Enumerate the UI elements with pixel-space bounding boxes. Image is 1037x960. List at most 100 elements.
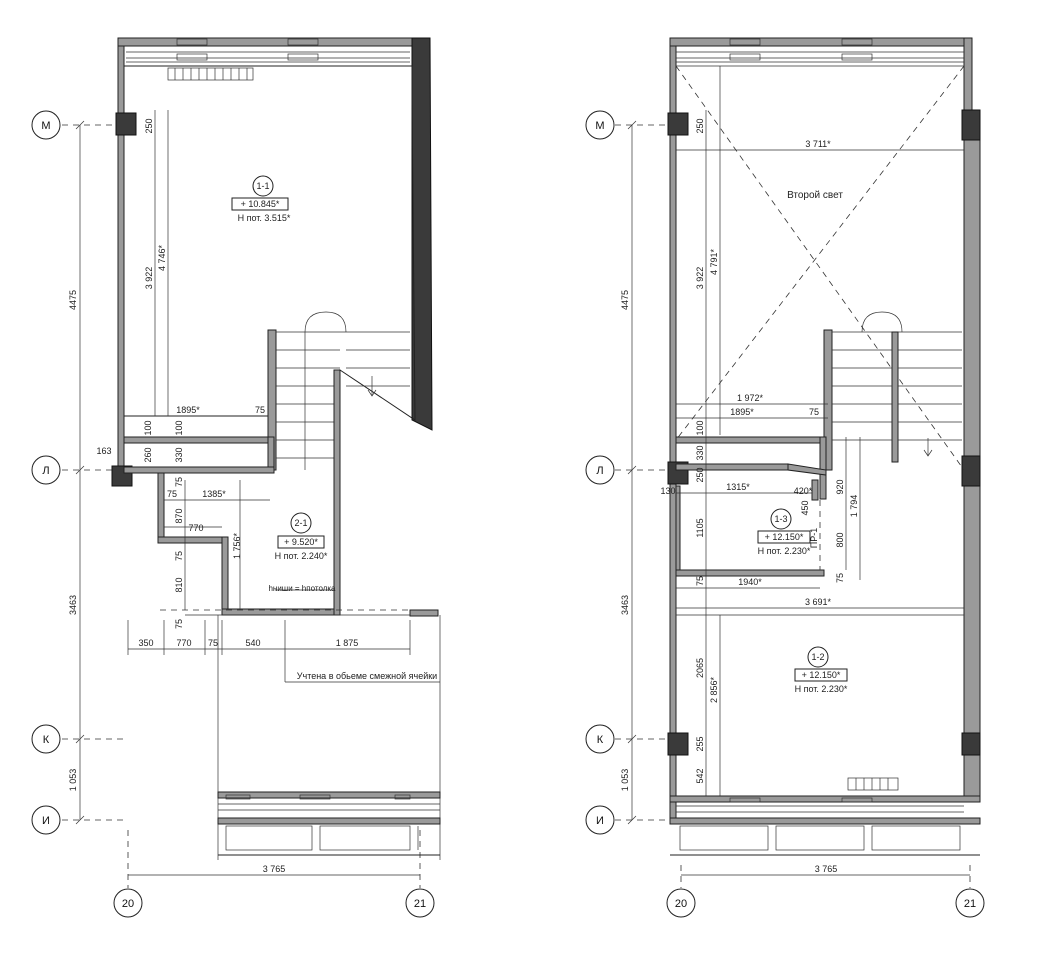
right-bottom-wall bbox=[669, 795, 981, 856]
right-axis-m-label: М bbox=[595, 120, 604, 132]
right-dim-1315: 1315* bbox=[726, 482, 750, 492]
left-axis-21-label: 21 bbox=[414, 898, 426, 910]
right-radiator bbox=[847, 777, 899, 791]
right-plan bbox=[585, 37, 985, 918]
right-dim-130: 130 bbox=[660, 486, 675, 496]
right-axis-bubble-20 bbox=[666, 888, 696, 918]
left-dim-3463: 3463 bbox=[68, 595, 78, 615]
left-axis-bubble-20 bbox=[113, 888, 143, 918]
left-dim-770a: 770 bbox=[188, 523, 203, 533]
right-dim-4475: 4475 bbox=[620, 290, 630, 310]
left-axis-bubble-l bbox=[31, 455, 61, 485]
right-dim-1972: 1 972* bbox=[737, 393, 764, 403]
right-dim-3922: 3 922 bbox=[695, 267, 705, 290]
right-dim-2856: 2 856* bbox=[709, 676, 719, 703]
right-dim-542: 542 bbox=[695, 768, 705, 783]
left-dim-870: 870 bbox=[174, 508, 184, 523]
right-dim-3711: 3 711* bbox=[805, 139, 831, 149]
left-room-2-1-level: + 9.520* bbox=[284, 537, 318, 547]
left-axis-l-label: Л bbox=[42, 465, 49, 477]
right-room-1-3-id: 1-3 bbox=[774, 514, 787, 524]
left-dim-bottom-1875: 1 875 bbox=[336, 638, 359, 648]
left-dim-75a: 75 bbox=[255, 405, 265, 415]
right-dim-75c: 75 bbox=[695, 576, 705, 586]
left-dim-bottom-770: 770 bbox=[176, 638, 191, 648]
right-axis-lines bbox=[615, 124, 971, 888]
left-dim-3922: 3 922 bbox=[144, 267, 154, 290]
right-axis-bubble-i bbox=[585, 805, 615, 835]
left-dim-bottom-75: 75 bbox=[208, 638, 218, 648]
right-vertical-dimension-chain bbox=[627, 120, 637, 825]
right-room-1-2-tag bbox=[807, 646, 829, 668]
right-east-wall bbox=[963, 37, 981, 801]
left-bottom-dimension-chain bbox=[127, 620, 440, 683]
left-dim-250: 250 bbox=[144, 118, 154, 133]
left-dim-1385: 1385* bbox=[202, 489, 226, 499]
right-dim-255: 255 bbox=[695, 736, 705, 751]
right-axis-bubble-m bbox=[585, 110, 615, 140]
left-room-2-1-tag bbox=[290, 512, 312, 534]
right-dim-overall-3765: 3 765 bbox=[815, 864, 838, 874]
left-room-1-1-height: Н пот. 3.515* bbox=[238, 213, 291, 223]
left-room-2-1-height: Н пот. 2.240* bbox=[275, 551, 328, 561]
right-axis-bubble-21 bbox=[955, 888, 985, 918]
right-dim-2065: 2065 bbox=[695, 658, 705, 678]
left-adjacent-cell bbox=[217, 615, 441, 860]
left-top-wall bbox=[117, 37, 421, 47]
right-axis-bubble-k bbox=[585, 724, 615, 754]
right-column-k bbox=[667, 732, 689, 756]
right-dim-3691: 3 691* bbox=[805, 597, 832, 607]
right-west-wall bbox=[669, 45, 677, 819]
left-room-2-1-id: 2-1 bbox=[294, 518, 307, 528]
left-dim-1895: 1895* bbox=[176, 405, 200, 415]
left-dim-75c: 75 bbox=[167, 489, 177, 499]
right-stair bbox=[823, 311, 962, 471]
right-dim-1105: 1105 bbox=[695, 518, 705, 537]
left-dim-1053: 1 053 bbox=[68, 769, 78, 792]
left-room-1-1-level-box bbox=[231, 197, 289, 211]
right-dim-4791: 4 791* bbox=[709, 248, 719, 275]
right-room-1-3-level: + 12.150* bbox=[765, 532, 804, 542]
right-dim-250: 250 bbox=[695, 118, 705, 133]
left-axis-bubble-i bbox=[31, 805, 61, 835]
right-dim-1053: 1 053 bbox=[620, 769, 630, 792]
right-axis-bubble-l bbox=[585, 455, 615, 485]
left-niche-walls bbox=[123, 369, 439, 617]
left-stair bbox=[267, 311, 410, 471]
left-dim-75d: 75 bbox=[174, 551, 184, 561]
left-dim-4746: 4 746* bbox=[157, 244, 167, 271]
right-dim-250b: 250 bbox=[695, 467, 705, 482]
left-east-wall bbox=[411, 37, 433, 431]
right-dim-920: 920 bbox=[835, 479, 845, 494]
left-note-adjacent-cell: Учтена в обьеме смежной ячейки bbox=[297, 671, 437, 681]
left-dim-1756: 1 756* bbox=[232, 532, 242, 559]
left-top-window bbox=[126, 38, 410, 63]
right-axis-k-label: К bbox=[597, 734, 604, 746]
left-dim-bottom-540: 540 bbox=[245, 638, 260, 648]
right-dim-330: 330 bbox=[695, 445, 705, 460]
left-dim-overall-3765: 3 765 bbox=[263, 864, 286, 874]
right-dim-100: 100 bbox=[695, 420, 705, 435]
left-dim-4475: 4475 bbox=[68, 290, 78, 310]
left-axis-bubble-k bbox=[31, 724, 61, 754]
right-dim-800: 800 bbox=[835, 532, 845, 547]
left-axis-20-label: 20 bbox=[122, 898, 134, 910]
right-texts: М Л К И 20 21 4475 3463 1 053 250 3 922 … bbox=[595, 118, 976, 910]
left-note-niche-height: hниши = hпотолка bbox=[268, 584, 336, 593]
right-dim-3463: 3463 bbox=[620, 595, 630, 615]
left-column-m bbox=[115, 112, 137, 136]
left-dim-75e: 75 bbox=[174, 619, 184, 629]
right-axis-21-label: 21 bbox=[964, 898, 976, 910]
right-column-m bbox=[667, 112, 689, 136]
left-dim-810: 810 bbox=[174, 577, 184, 592]
left-dim-100a: 100 bbox=[143, 420, 153, 435]
left-axis-k-label: К bbox=[43, 734, 50, 746]
left-plan bbox=[31, 37, 441, 918]
left-dim-bottom-350: 350 bbox=[138, 638, 153, 648]
right-top-window bbox=[676, 38, 964, 63]
right-room-1-3-level-box bbox=[757, 530, 811, 544]
right-dim-1895: 1895* bbox=[730, 407, 754, 417]
right-pr1-label: ПР-1 bbox=[809, 528, 819, 548]
right-room-1-3-tag bbox=[770, 508, 792, 530]
left-texts: М Л К И 20 21 4475 3463 1 053 250 3 922 … bbox=[41, 118, 437, 910]
